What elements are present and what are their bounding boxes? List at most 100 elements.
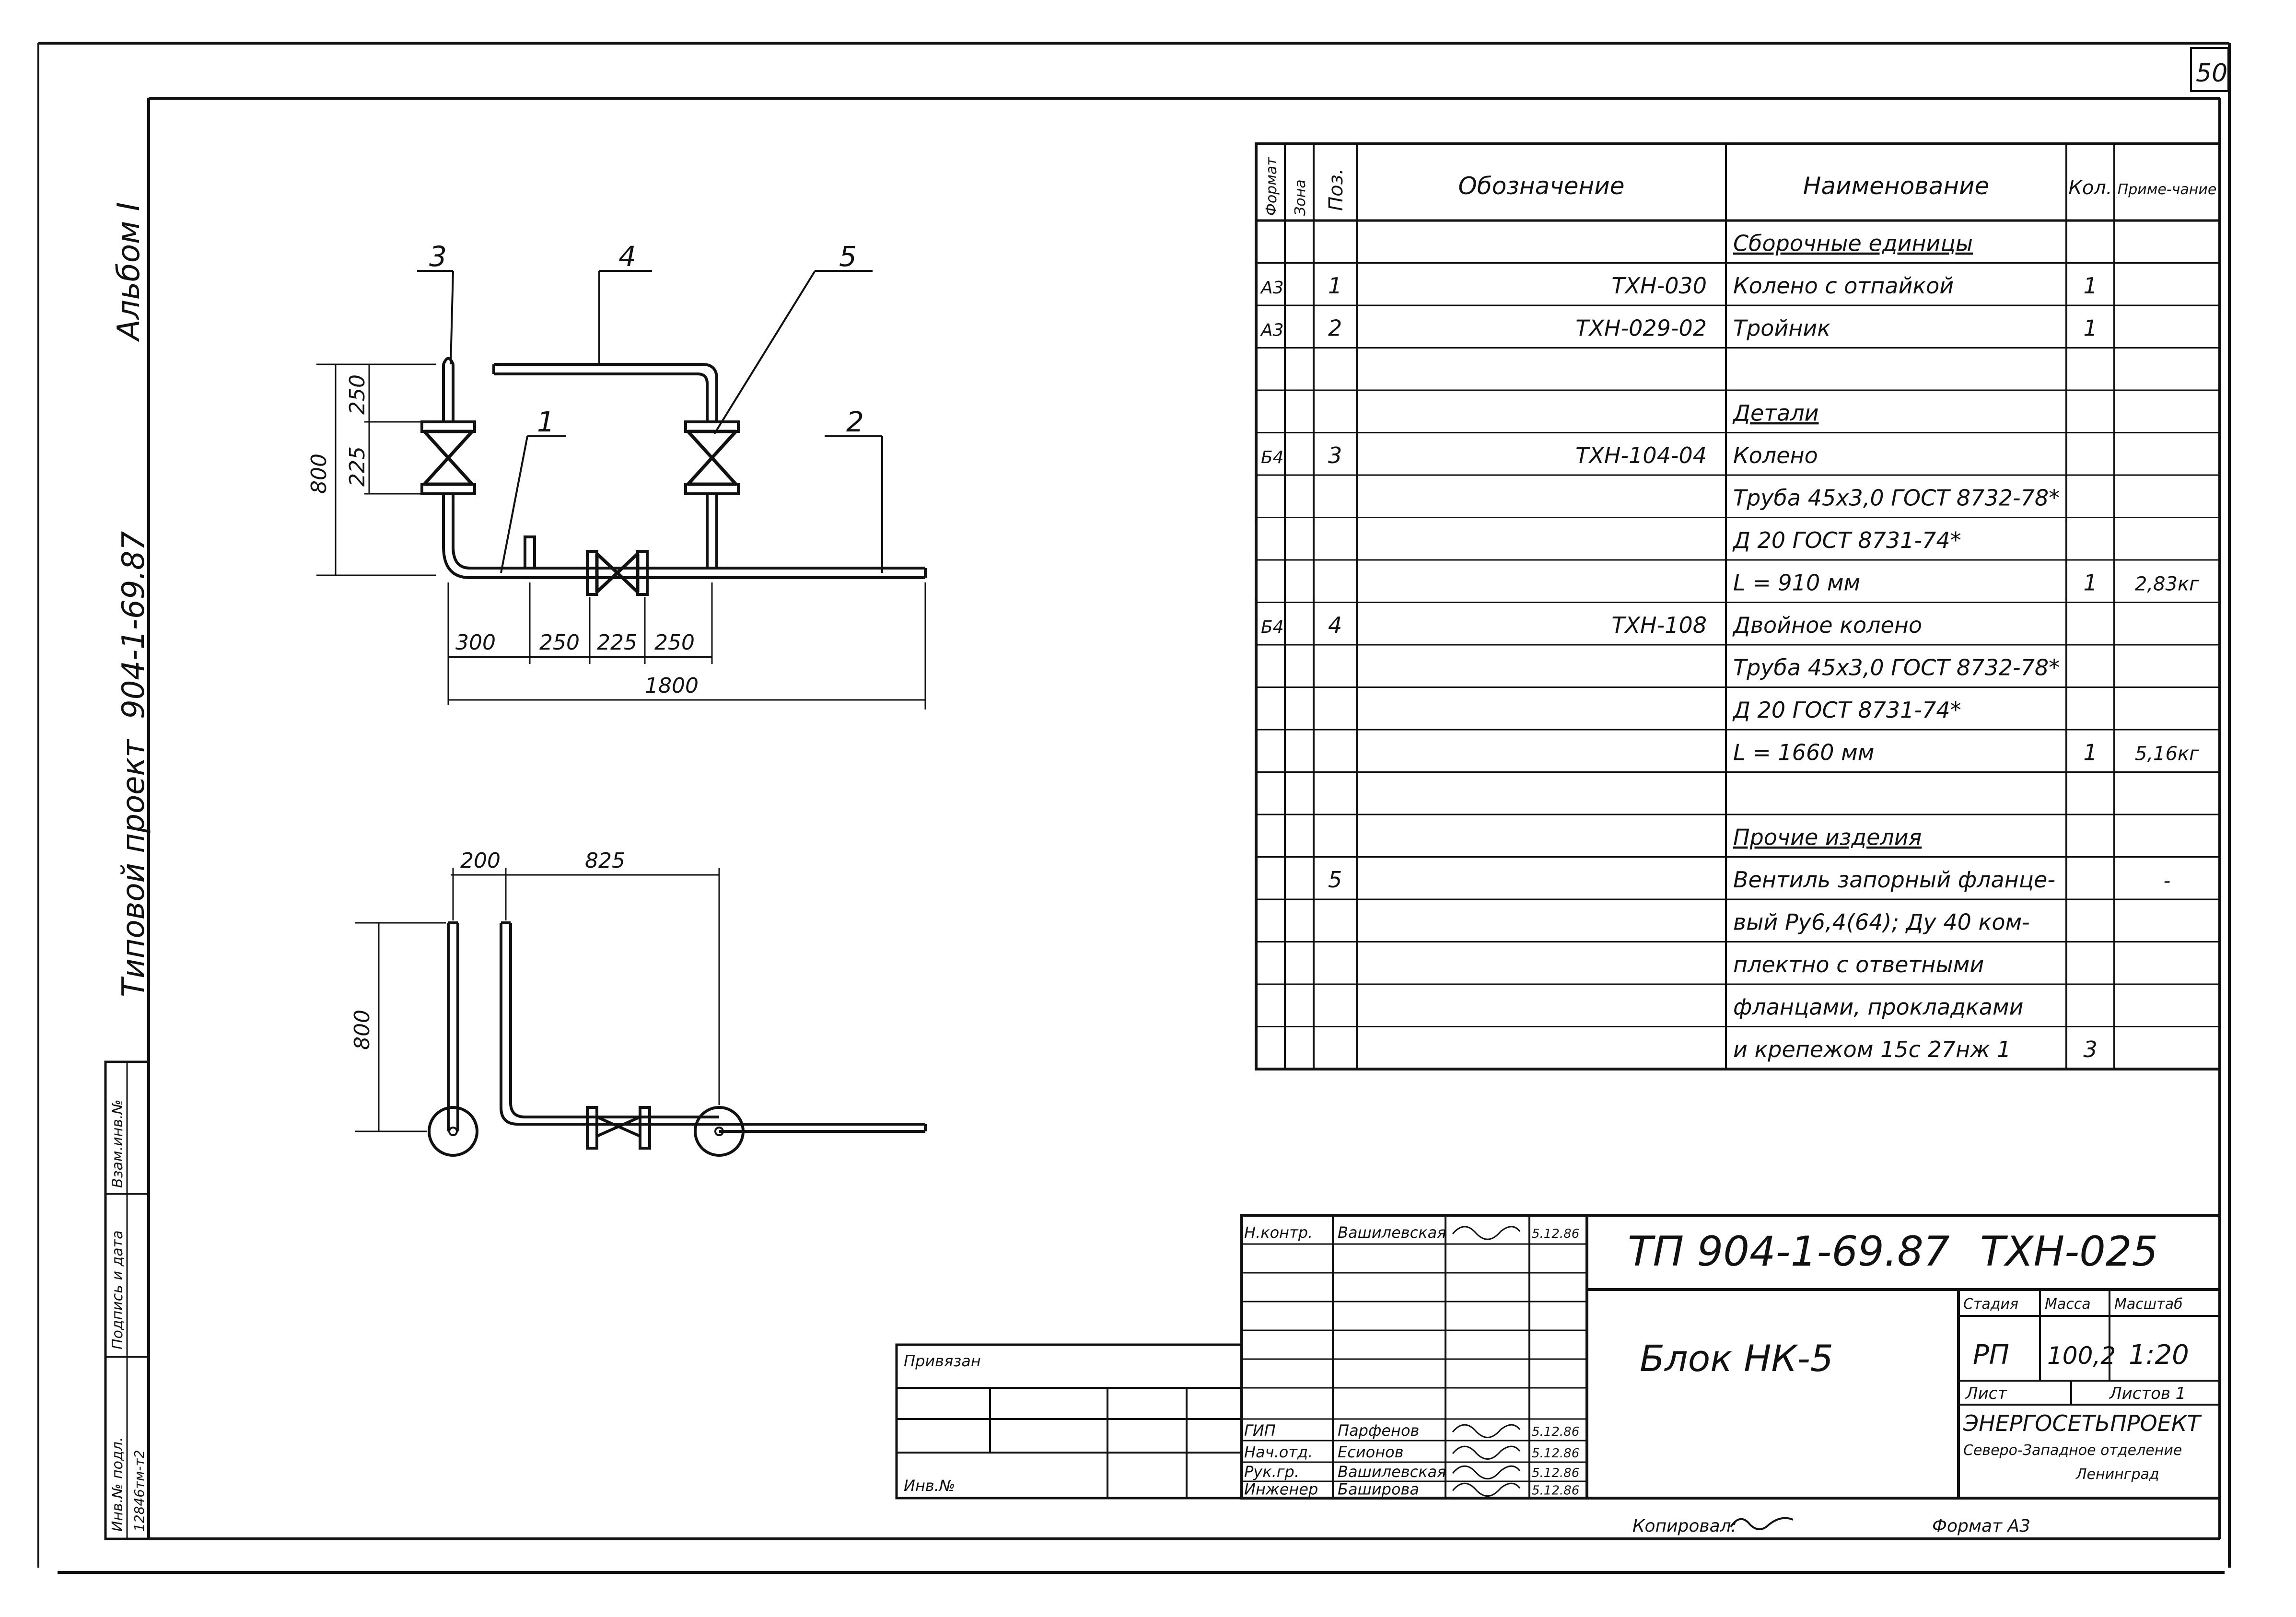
mass-label: Масса bbox=[2045, 1296, 2091, 1313]
spec-row-qty: 1 bbox=[2083, 273, 2097, 299]
svg-text:825: 825 bbox=[585, 849, 625, 873]
svg-text:250: 250 bbox=[654, 630, 695, 655]
spec-row-name: L = 910 мм bbox=[1733, 570, 1860, 596]
svg-text:4: 4 bbox=[618, 240, 636, 273]
side-sign-date: Подпись и дата bbox=[109, 1231, 126, 1350]
spec-row-qty: 1 bbox=[2083, 570, 2097, 596]
sheets-label: Листов 1 bbox=[2109, 1384, 2186, 1403]
album-label: Альбом I bbox=[111, 202, 147, 342]
format-label: Формат А3 bbox=[1932, 1516, 2030, 1536]
signature-mark bbox=[1452, 1445, 1521, 1460]
callout-1: 1 bbox=[500, 406, 566, 573]
riser-circle-right bbox=[694, 1106, 745, 1157]
spec-header-format: Формат bbox=[1263, 157, 1280, 216]
svg-text:5: 5 bbox=[839, 240, 857, 273]
svg-text:800: 800 bbox=[350, 1010, 374, 1050]
svg-text:800: 800 bbox=[307, 454, 331, 494]
doc-code: ТП 904-1-69.87 bbox=[1628, 1228, 1950, 1276]
spec-row-name: Вентиль запорный фланце- bbox=[1733, 867, 2055, 893]
spec-row-name: Труба 45х3,0 ГОСТ 8732-78* bbox=[1733, 655, 2060, 681]
top-horizontal-dimensions: 300 250 225 250 1800 bbox=[447, 582, 926, 710]
svg-text:225: 225 bbox=[345, 446, 370, 487]
callout-3: 3 bbox=[417, 240, 454, 365]
org-branch: Северо-Западное отделение bbox=[1963, 1442, 2182, 1459]
linked-label: Привязан bbox=[904, 1352, 981, 1370]
spec-row-designation: ТХН-104-04 bbox=[1575, 442, 1707, 468]
side-project-code: 904-1-69.87 bbox=[116, 531, 152, 719]
signer-date: 5.12.86 bbox=[1532, 1425, 1579, 1439]
side-inv-orig: Инв.№ подл. bbox=[109, 1437, 126, 1532]
scale-value: 1:20 bbox=[2129, 1339, 2189, 1371]
top-view-drawing: 3 4 5 1 2 800 bbox=[307, 240, 927, 710]
side-replace-inv: Взам.инв.№ bbox=[109, 1099, 126, 1188]
svg-text:300: 300 bbox=[455, 630, 496, 655]
spec-row-format: Б4 bbox=[1261, 448, 1284, 467]
spec-row-qty: 1 bbox=[2083, 740, 2097, 766]
org-city: Ленинград bbox=[2075, 1466, 2159, 1483]
title-block: Привязан Инв.№ Н.контр. Вашилевская 5.12.8… bbox=[895, 1214, 2221, 1536]
spec-row-name: Труба 45х3,0 ГОСТ 8732-78* bbox=[1733, 485, 2060, 511]
inv-no-label: Инв.№ bbox=[904, 1477, 955, 1495]
org-name: ЭНЕРГОСЕТЬПРОЕКТ bbox=[1963, 1410, 2202, 1436]
spec-row-name: Д 20 ГОСТ 8731-74* bbox=[1732, 527, 1961, 553]
spec-header-name: Наименование bbox=[1803, 172, 1990, 200]
signer-name: Вашилевская bbox=[1338, 1223, 1446, 1242]
specification-table: Формат Зона Поз. Обозначение Наименовани… bbox=[1255, 142, 2221, 1070]
svg-text:200: 200 bbox=[460, 849, 501, 873]
spec-header-note: Приме-чание bbox=[2118, 181, 2217, 198]
spec-row-pos: 2 bbox=[1328, 315, 1342, 341]
spec-row-designation: ТХН-030 bbox=[1611, 273, 1707, 299]
riser-circle-left bbox=[428, 1106, 478, 1157]
signer-name: Есионов bbox=[1338, 1443, 1404, 1461]
svg-text:3: 3 bbox=[429, 240, 447, 273]
signer-role: Инженер bbox=[1244, 1480, 1318, 1498]
spec-row-name: Колено с отпайкой bbox=[1733, 273, 1954, 299]
svg-text:1: 1 bbox=[537, 406, 555, 438]
spec-row-pos: 5 bbox=[1328, 867, 1342, 893]
svg-text:225: 225 bbox=[597, 630, 637, 655]
spec-row-pos: 3 bbox=[1328, 442, 1342, 468]
signer-name: Вашилевская bbox=[1338, 1463, 1446, 1481]
spec-row-name: и крепежом 15с 27нж 1 bbox=[1733, 1036, 2011, 1062]
spec-row-name: Сборочные единицы bbox=[1733, 231, 1973, 256]
drawing-title: Блок НК-5 bbox=[1640, 1337, 1833, 1380]
signer-role: Н.контр. bbox=[1244, 1223, 1313, 1242]
signer-role: Рук.гр. bbox=[1244, 1463, 1299, 1481]
stage-value: РП bbox=[1973, 1339, 2009, 1371]
spec-row-name: L = 1660 мм bbox=[1733, 740, 1875, 766]
spec-row-pos: 4 bbox=[1328, 612, 1342, 638]
spec-row-pos: 1 bbox=[1328, 273, 1342, 299]
spec-row-name: Двойное колено bbox=[1732, 612, 1922, 638]
signature-mark bbox=[1452, 1482, 1521, 1497]
spec-header-designation: Обозначение bbox=[1458, 172, 1625, 200]
sheet-number: 50 bbox=[2196, 59, 2227, 88]
stage-label: Стадия bbox=[1963, 1296, 2018, 1313]
signer-name: Парфенов bbox=[1338, 1421, 1419, 1440]
spec-row-format: А3 bbox=[1260, 278, 1284, 298]
part-code: ТХН-025 bbox=[1980, 1228, 2158, 1276]
spec-row-note: 5,16кг bbox=[2135, 743, 2200, 765]
spec-row-name: Колено bbox=[1733, 442, 1818, 468]
svg-text:250: 250 bbox=[539, 630, 580, 655]
valve-bottom bbox=[586, 1106, 651, 1150]
scale-label: Масштаб bbox=[2114, 1296, 2183, 1313]
spec-row-name: Тройник bbox=[1733, 315, 1830, 341]
spec-row-qty: 3 bbox=[2083, 1036, 2097, 1062]
spec-header-pos: Поз. bbox=[1325, 168, 1347, 211]
side-stamp: Инв.№ подл. 12846тм-т2 Подпись и дата Вз… bbox=[104, 1060, 150, 1540]
spec-row-name: плектно с ответными bbox=[1733, 952, 1984, 977]
spec-row-designation: ТХН-029-02 bbox=[1575, 315, 1707, 341]
spec-row-name: Детали bbox=[1732, 400, 1819, 426]
signer-date: 5.12.86 bbox=[1532, 1483, 1579, 1498]
spec-row-format: А3 bbox=[1260, 321, 1284, 340]
svg-text:250: 250 bbox=[345, 374, 370, 415]
signature-mark bbox=[1452, 1226, 1521, 1240]
spec-row-name: фланцами, прокладками bbox=[1733, 994, 2024, 1020]
spec-row-note: 2,83кг bbox=[2135, 573, 2200, 595]
top-vertical-dimensions: 800 225 250 bbox=[307, 363, 436, 576]
spec-row-name: Д 20 ГОСТ 8731-74* bbox=[1732, 697, 1961, 723]
callout-2: 2 bbox=[825, 406, 883, 573]
signer-date: 5.12.86 bbox=[1532, 1227, 1579, 1241]
sheet-number-box: 50 bbox=[2190, 47, 2229, 92]
spec-header-qty: Кол. bbox=[2068, 177, 2112, 199]
